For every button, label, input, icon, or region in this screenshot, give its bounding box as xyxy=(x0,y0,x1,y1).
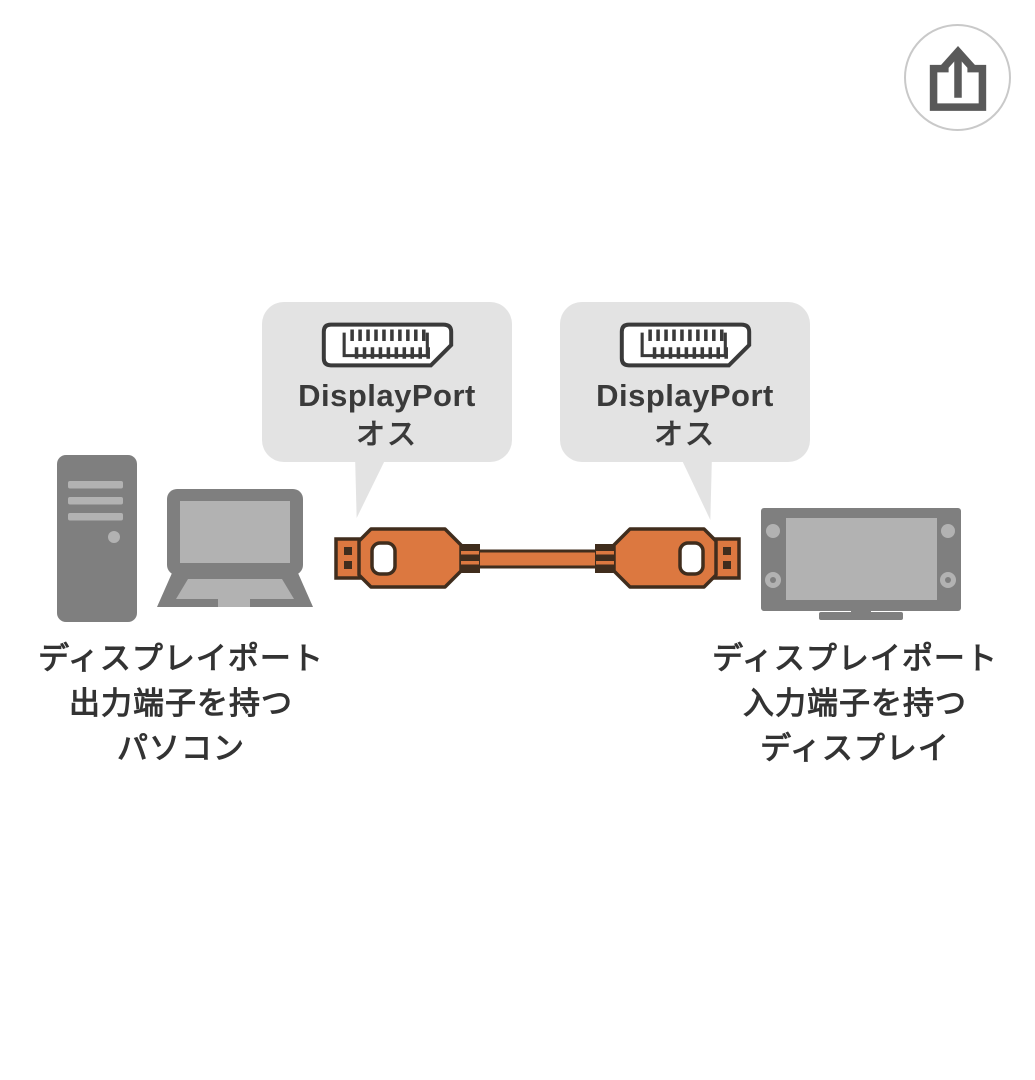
label-source-device: ディスプレイポート 出力端子を持つ パソコン xyxy=(16,636,346,771)
callout-right-subtitle: オス xyxy=(653,419,716,451)
monitor-icon xyxy=(761,508,961,620)
laptop-icon xyxy=(157,489,313,607)
share-button[interactable] xyxy=(904,24,1011,131)
callout-left-subtitle: オス xyxy=(355,419,418,451)
displayport-connector-icon xyxy=(619,322,752,368)
label-source-line3: パソコン xyxy=(117,731,245,766)
share-upload-icon xyxy=(929,45,986,111)
cable-connector-left xyxy=(334,527,482,589)
label-destination-device: ディスプレイポート 入力端子を持つ ディスプレイ xyxy=(690,636,1020,771)
callout-left-title: DisplayPort xyxy=(298,378,476,413)
displayport-cable-graphic xyxy=(334,527,741,589)
callout-right: DisplayPort オス xyxy=(560,302,810,462)
displayport-connector-icon xyxy=(321,322,454,368)
cable-connector-right xyxy=(593,527,741,589)
pc-tower-icon xyxy=(57,455,137,622)
label-destination-line1: ディスプレイポート xyxy=(712,641,998,676)
callout-right-title: DisplayPort xyxy=(596,378,774,413)
label-destination-line2: 入力端子を持つ xyxy=(743,686,967,721)
label-source-line1: ディスプレイポート xyxy=(38,641,324,676)
callout-left: DisplayPort オス xyxy=(262,302,512,462)
label-destination-line3: ディスプレイ xyxy=(760,731,950,766)
label-source-line2: 出力端子を持つ xyxy=(69,686,293,721)
